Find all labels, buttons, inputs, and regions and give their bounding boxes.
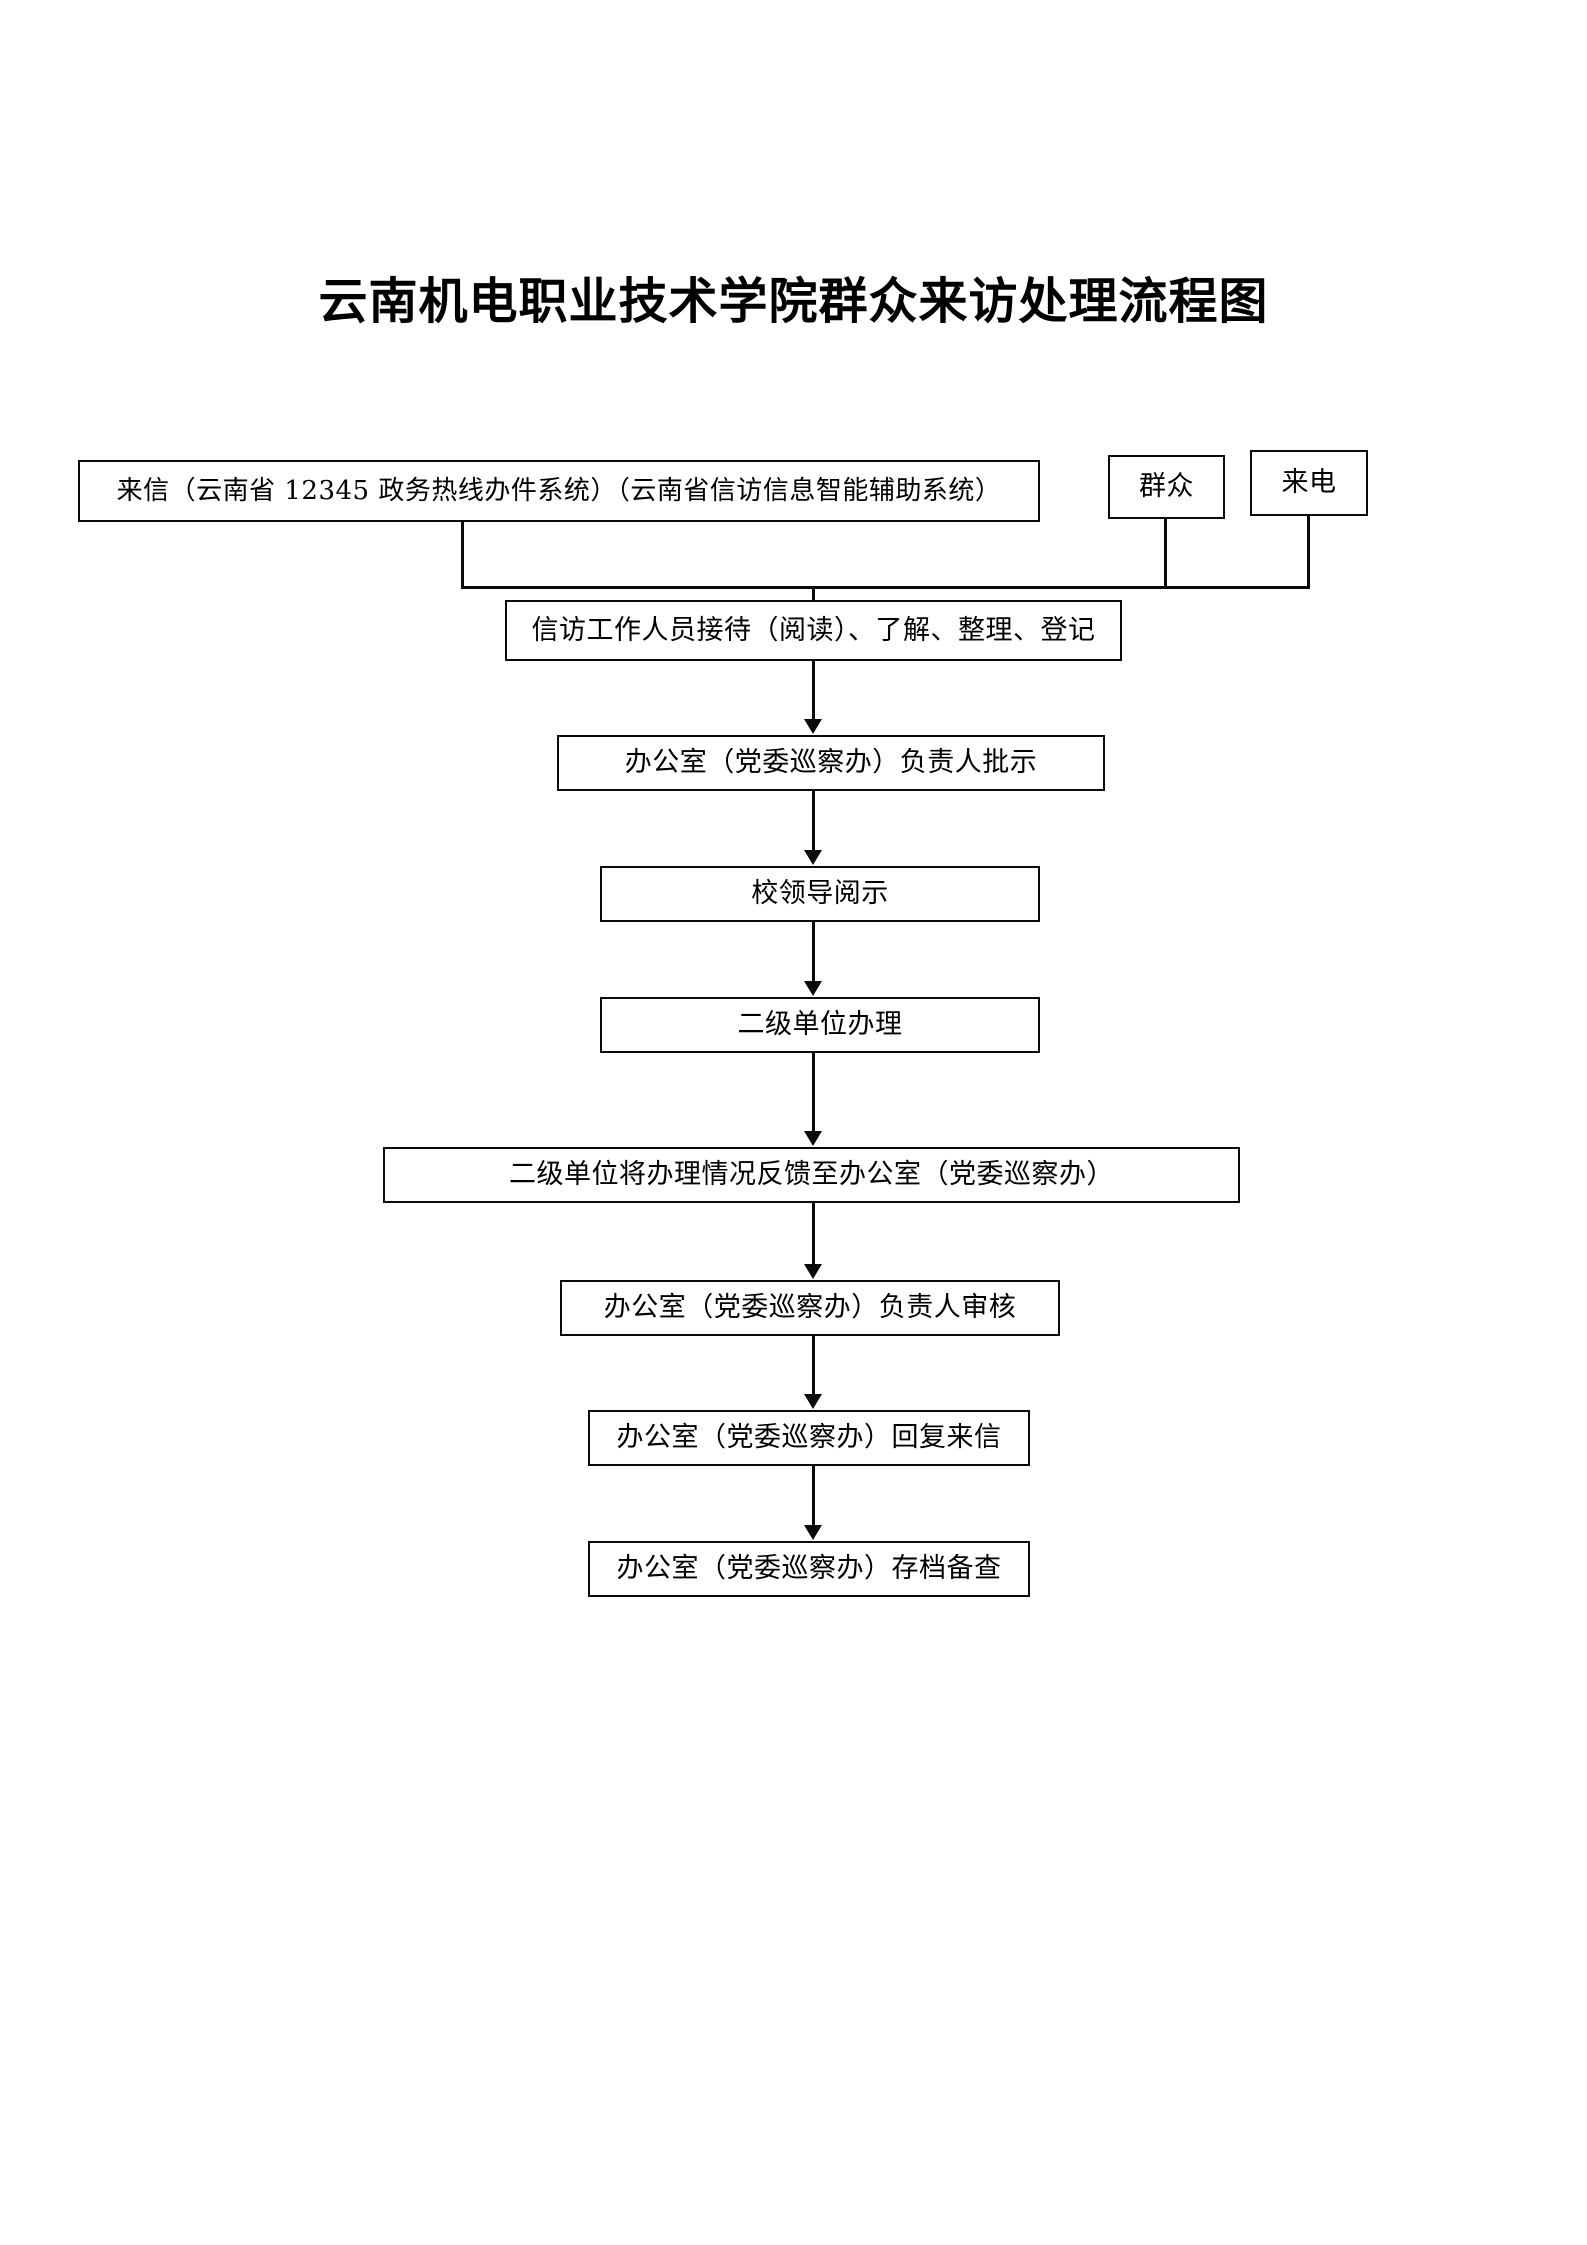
connector-leader-to-unit (812, 922, 815, 981)
connector-visitor-drop (1164, 519, 1167, 589)
node-incoming-call[interactable]: 来电 (1250, 450, 1368, 516)
node-unit-feedback-to-office[interactable]: 二级单位将办理情况反馈至办公室（党委巡察办） (383, 1147, 1240, 1203)
arrow-feedback-to-audit (804, 1264, 822, 1279)
node-office-reply-letter[interactable]: 办公室（党委巡察办）回复来信 (588, 1410, 1030, 1466)
node-public-visitor[interactable]: 群众 (1108, 455, 1225, 519)
connector-unit-to-feedback (812, 1053, 815, 1131)
node-secondary-unit-handling[interactable]: 二级单位办理 (600, 997, 1040, 1053)
arrow-reply-to-archive (804, 1525, 822, 1540)
connector-feedback-to-audit (812, 1203, 815, 1264)
connector-audit-to-reply (812, 1336, 815, 1394)
page-title: 云南机电职业技术学院群众来访处理流程图 (318, 273, 1269, 330)
connector-office-to-leader (812, 791, 815, 850)
connector-merge-bar (461, 586, 1310, 589)
arrow-audit-to-reply (804, 1394, 822, 1409)
connector-letter-drop (461, 522, 464, 589)
connector-call-drop (1307, 516, 1310, 589)
arrow-unit-to-feedback (804, 1131, 822, 1146)
node-office-archive[interactable]: 办公室（党委巡察办）存档备查 (588, 1541, 1030, 1597)
connector-reply-to-archive (812, 1466, 815, 1525)
node-office-director-audit[interactable]: 办公室（党委巡察办）负责人审核 (560, 1280, 1060, 1336)
arrow-office-to-leader (804, 850, 822, 865)
arrow-reception-to-office (804, 719, 822, 734)
node-office-director-instruction[interactable]: 办公室（党委巡察办）负责人批示 (557, 735, 1105, 791)
connector-reception-to-office (812, 661, 815, 719)
connector-merge-to-reception (812, 586, 815, 602)
arrow-leader-to-unit (804, 981, 822, 996)
node-letter-source[interactable]: 来信（云南省 12345 政务热线办件系统）（云南省信访信息智能辅助系统） (78, 460, 1040, 522)
node-reception-registration[interactable]: 信访工作人员接待（阅读）、了解、整理、登记 (505, 600, 1122, 661)
node-school-leader-review[interactable]: 校领导阅示 (600, 866, 1040, 922)
